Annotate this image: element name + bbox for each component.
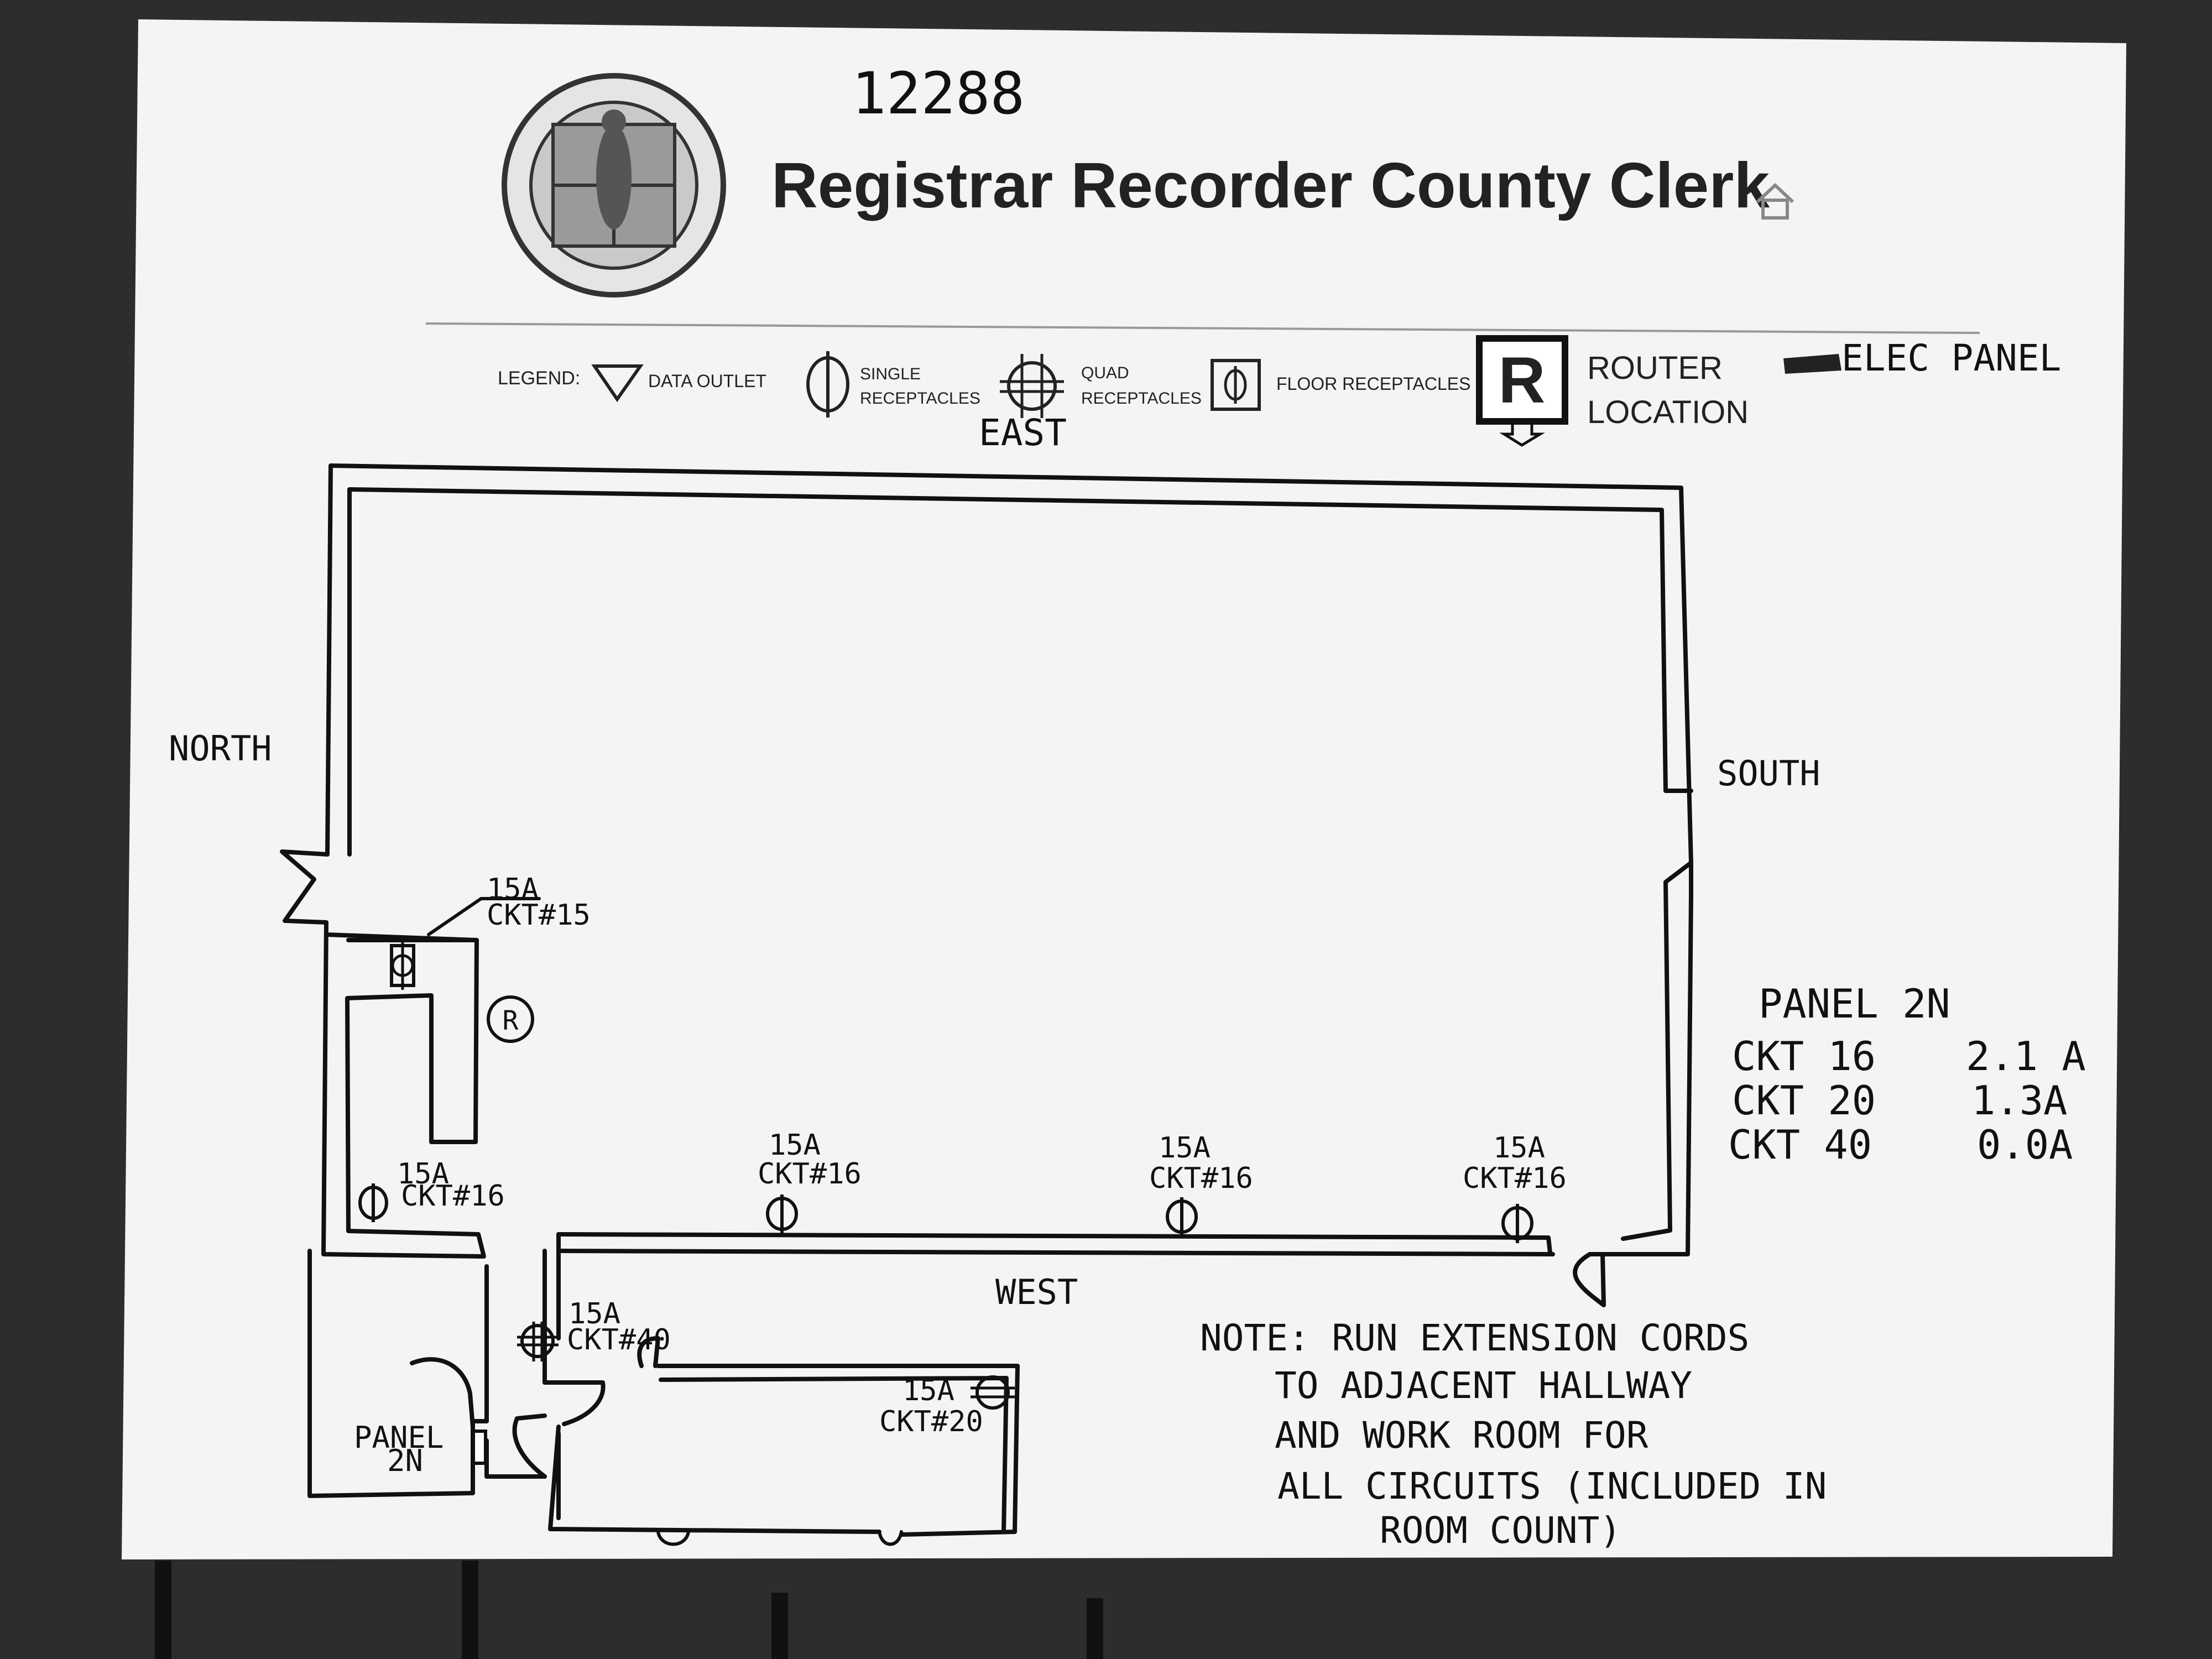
circuit-number: CKT#16 [1149,1162,1253,1195]
data-outlet-icon [591,364,644,403]
table-row: CKT 16 2.1 A [1732,1033,2086,1079]
panel-row-load: 0.0A [1977,1121,2073,1168]
legend-router-line2: LOCATION [1587,394,1749,430]
circuit-number: CKT#40 [567,1323,671,1357]
home-icon [1756,182,1794,220]
main-room-walls [325,463,1693,1307]
legend-label: LEGEND: [498,368,580,389]
clip-mid [771,1593,788,1659]
circuit-label: 15A CKT#16 [758,1129,862,1191]
panel-row-circuit: CKT 16 [1732,1033,1876,1079]
table-row: CKT 20 1.3A [1732,1077,2067,1124]
receptacle-ckt16-b [1166,1197,1198,1237]
direction-west: WEST [995,1272,1078,1312]
header-title: Registrar Recorder County Clerk [771,149,1770,221]
direction-south: SOUTH [1717,753,1820,794]
legend-router-line1: ROUTER [1587,350,1723,386]
legend-data-outlet: DATA OUTLET [648,371,766,391]
clip-mid-left [462,1561,478,1659]
legend-single-line1: SINGLE [860,365,921,383]
receptacle-ckt40 [517,1322,559,1361]
header-divider [425,322,1980,334]
circuit-label: 15A CKT#16 [397,1157,505,1213]
legend-quad-line2: RECEPTACLES [1081,389,1202,408]
router-marker: R [503,1005,519,1036]
panel-label-line2: 2N [387,1443,423,1478]
panel-table-title: PANEL 2N [1759,980,1950,1027]
circuit-amps: 15A [1159,1131,1211,1165]
receptacle-ckt16-alcove [358,1183,388,1222]
legend-elec-panel: ELEC PANEL [1841,337,2061,379]
receptacle-ckt16-a [766,1194,798,1234]
receptacle-ckt20 [971,1375,1015,1410]
single-receptacle-icon [806,351,849,418]
panel-row-load: 2.1 A [1966,1033,2086,1079]
router-location-icon: R [1476,335,1568,447]
note-line3: AND WORK ROOM FOR [1275,1414,1648,1457]
circuit-label: 15A CKT#20 [879,1374,983,1438]
ckt15-pointer [427,897,541,936]
circuit-amps: 15A [487,873,539,906]
note-line5: ROOM COUNT) [1380,1509,1621,1552]
circuit-amps: 15A [568,1297,620,1331]
circuit-amps: 15A [769,1129,821,1162]
receptacle-ckt15 [390,940,415,990]
circuit-number: CKT#16 [1463,1162,1567,1195]
legend-floor: FLOOR RECEPTACLES [1276,374,1470,394]
note-line4: ALL CIRCUITS (INCLUDED IN [1277,1465,1827,1507]
panel-row-circuit: CKT 20 [1732,1077,1876,1124]
circuit-label: 15A CKT#16 [1463,1131,1567,1195]
north-door [280,849,330,925]
legend-single-line2: RECEPTACLES [860,389,980,408]
circuit-number: CKT#16 [401,1180,505,1213]
form-number: 12288 [852,60,1025,127]
panel-row-circuit: CKT 40 [1728,1121,1872,1168]
circuit-amps: 15A [902,1374,954,1407]
direction-east: EAST [979,411,1067,454]
circuit-number: CKT#20 [879,1405,983,1438]
note-line1: NOTE: RUN EXTENSION CORDS [1200,1317,1749,1359]
elec-panel-box [472,1430,487,1465]
clip-left [155,1561,171,1659]
circuit-number: CKT#15 [487,899,591,932]
paper-sheet [122,19,2126,1559]
extension-cord-note: NOTE: RUN EXTENSION CORDS TO ADJACENT HA… [1200,1317,1827,1552]
panel-label-line1: PANEL [354,1420,444,1455]
floor-receptacle-icon [1211,359,1261,411]
panel-load-table: PANEL 2N CKT 16 2.1 A CKT 20 1.3A CKT 40… [1728,980,2086,1168]
circuit-amps: 15A [397,1157,449,1191]
county-seal-icon [502,73,726,298]
circuit-label: 15A CKT#40 [567,1297,671,1357]
panel-row-load: 1.3A [1971,1077,2067,1124]
circuit-label: 15A CKT#16 [1149,1131,1253,1195]
legend: LEGEND: DATA OUTLET SINGLE RECEPTACLES Q… [498,335,2061,447]
note-line2: TO ADJACENT HALLWAY [1275,1364,1692,1407]
elec-panel-icon [1783,354,1841,374]
router-symbol: R [1498,344,1545,417]
left-alcove [321,920,486,1259]
quad-receptacle-icon [1000,354,1064,418]
receptacle-ckt16-c [1501,1204,1533,1243]
circuit-label: 15A CKT#15 [487,873,591,932]
direction-north: NORTH [169,728,272,769]
table-row: CKT 40 0.0A [1728,1121,2073,1168]
legend-quad-line1: QUAD [1081,364,1129,382]
clip-mid-right [1087,1598,1103,1659]
lower-rooms [307,1232,1020,1546]
circuit-number: CKT#16 [758,1157,862,1191]
circuit-amps: 15A [1493,1131,1545,1165]
router-marker-circle [487,995,534,1043]
